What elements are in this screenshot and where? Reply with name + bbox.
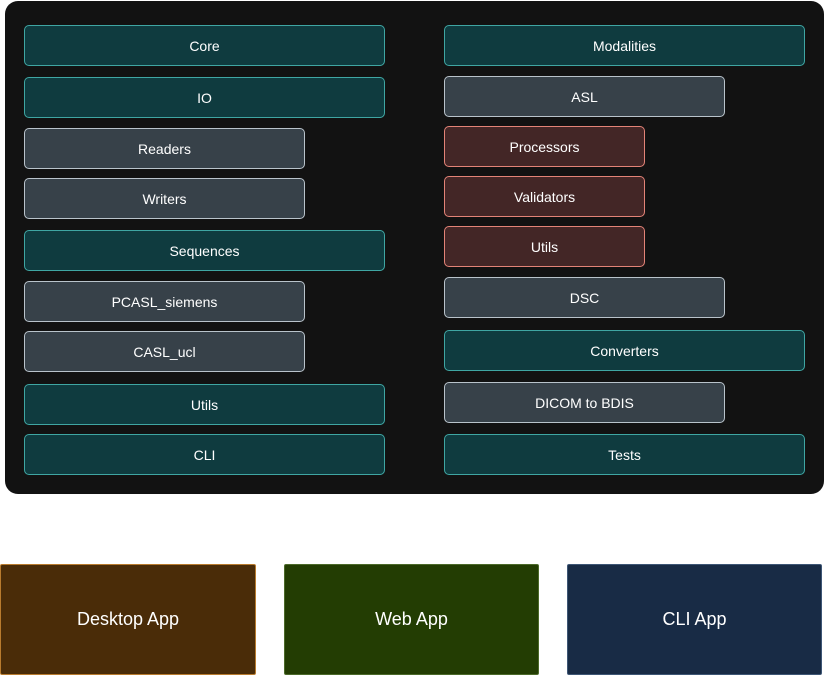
pcasl-siemens-module: PCASL_siemens: [24, 281, 305, 322]
io-module: IO: [24, 77, 385, 118]
validators-module: Validators: [444, 176, 645, 217]
modalities-module: Modalities: [444, 25, 805, 66]
cli-module: CLI: [24, 434, 385, 475]
converters-module: Converters: [444, 330, 805, 371]
processors-module: Processors: [444, 126, 645, 167]
web-app-box: Web App: [284, 564, 539, 675]
sequences-module: Sequences: [24, 230, 385, 271]
utils-module: Utils: [24, 384, 385, 425]
core-module: Core: [24, 25, 385, 66]
dicom-to-bdis-module: DICOM to BDIS: [444, 382, 725, 423]
dsc-module: DSC: [444, 277, 725, 318]
asl-module: ASL: [444, 76, 725, 117]
writers-module: Writers: [24, 178, 305, 219]
readers-module: Readers: [24, 128, 305, 169]
asl-utils-module: Utils: [444, 226, 645, 267]
cli-app-box: CLI App: [567, 564, 822, 675]
tests-module: Tests: [444, 434, 805, 475]
desktop-app-box: Desktop App: [0, 564, 256, 675]
casl-ucl-module: CASL_ucl: [24, 331, 305, 372]
